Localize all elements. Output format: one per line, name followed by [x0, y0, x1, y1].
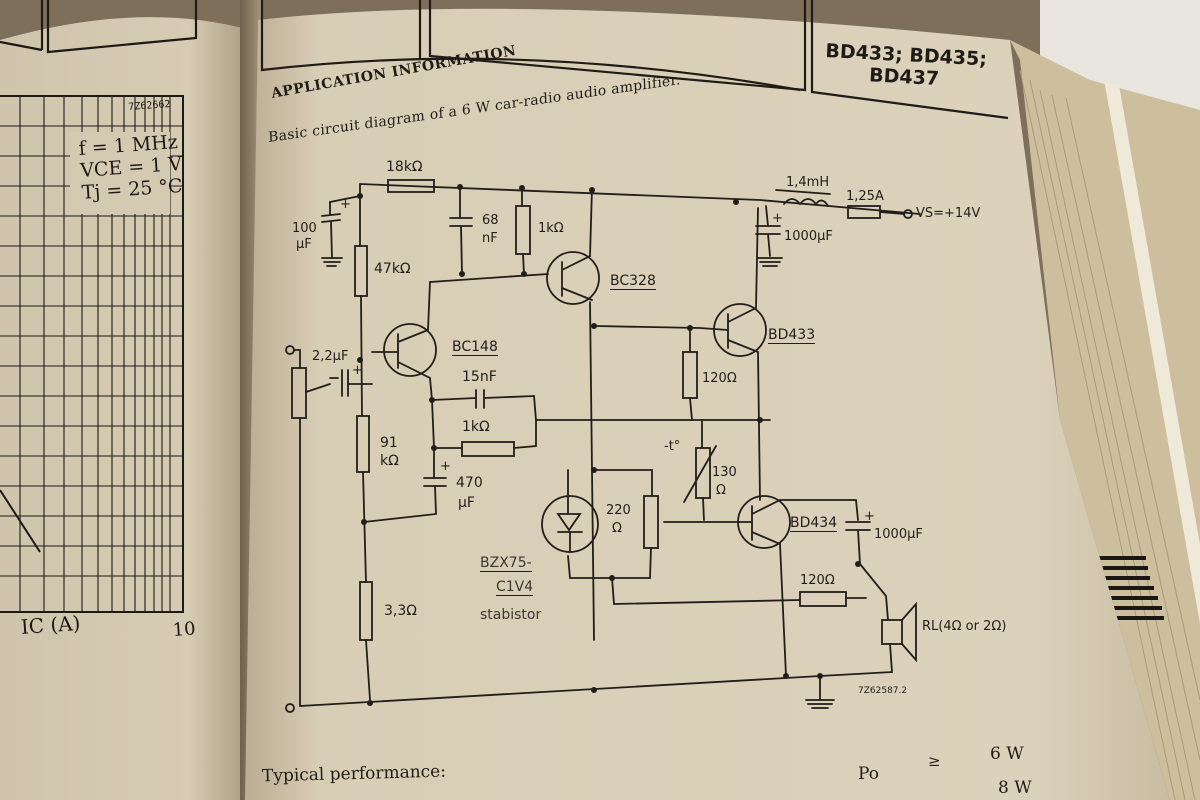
label-c-470-unit: µF: [458, 495, 475, 511]
label-c-470-plus: +: [440, 459, 451, 474]
label-zener-2: C1V4: [496, 579, 534, 596]
performance-symbol: Po: [858, 764, 879, 784]
label-ntc: -t°: [664, 439, 681, 454]
label-r-91: 91: [380, 435, 398, 451]
label-c-68-unit: nF: [482, 231, 498, 246]
label-load: RL(4Ω or 2Ω): [922, 619, 1007, 634]
label-t-bc328: BC328: [610, 273, 656, 290]
label-inductor: 1,4mH: [786, 175, 830, 190]
transistor-bc328: [546, 251, 600, 305]
label-r-130-unit: Ω: [716, 483, 726, 498]
label-t-bd434: BD434: [790, 515, 838, 532]
junction-dots: [357, 184, 861, 706]
graph-label-backdrop: [70, 132, 170, 214]
label-c-100: 100: [292, 221, 317, 236]
page-edge-lines: [1019, 69, 1200, 800]
right-header-frames: [260, 0, 1009, 120]
label-r-47k: 47kΩ: [374, 261, 411, 277]
part-number-header: BD433; BD435; BD437: [824, 40, 988, 92]
performance-relation: ≥: [928, 752, 941, 770]
right-page: [245, 8, 1170, 800]
label-fuse: 1,25A: [846, 189, 884, 204]
label-zener: BZX75-: [480, 555, 532, 572]
label-r-120-mid: 120Ω: [702, 371, 737, 386]
label-t-bd433: BD433: [768, 327, 816, 344]
label-c-100-unit: µF: [296, 237, 312, 252]
label-supply-voltage: VS=+14V: [916, 206, 981, 221]
resistor-1k-mid: [461, 441, 515, 457]
label-r-18k: 18kΩ: [386, 159, 423, 175]
performance-value-1: 6 W: [990, 744, 1024, 764]
label-pot-220: 220: [606, 503, 631, 518]
label-c-470: 470: [456, 475, 483, 491]
transistor-bd433: [713, 303, 767, 357]
label-t-bc148: BC148: [452, 339, 498, 356]
label-r-1k-mid: 1kΩ: [462, 419, 490, 435]
label-c-1000-top: 1000µF: [784, 229, 833, 244]
label-r-1k-top: 1kΩ: [538, 221, 564, 236]
label-c-1000-top-plus: +: [772, 211, 783, 226]
cover-edge: [1104, 84, 1200, 800]
label-c-1000-out: 1000µF: [874, 527, 923, 542]
label-drawing-code: 7Z62587.2: [858, 686, 908, 696]
label-c-2u2-plus: +: [352, 363, 363, 378]
label-r-91-unit: kΩ: [380, 453, 399, 469]
input-volume-pot: [291, 367, 307, 419]
label-c-2u2: 2,2µF: [312, 349, 349, 364]
label-stabistor: stabistor: [480, 607, 542, 623]
graph-x-axis-label: IC (A): [20, 610, 82, 639]
transistor-bc148: [383, 323, 437, 377]
label-c-1000-out-plus: +: [864, 509, 875, 524]
label-r-3-3: 3,3Ω: [384, 603, 417, 619]
speaker-load: [881, 619, 903, 645]
circuit-diagram: [285, 179, 921, 713]
performance-value-2: 8 W: [998, 778, 1032, 798]
label-pot-220-unit: Ω: [612, 521, 622, 536]
resistor-120-out: [799, 591, 847, 607]
resistor-18k: [387, 179, 435, 193]
label-c-100-plus: +: [340, 197, 351, 212]
graph-x-axis-end: 10: [172, 618, 197, 641]
label-c-15n: 15nF: [462, 369, 497, 385]
thumb-index-marks: [1086, 556, 1164, 620]
left-page: [0, 17, 252, 800]
label-c-68: 68: [482, 213, 499, 228]
label-r-120-out: 120Ω: [800, 573, 835, 588]
label-r-130: 130: [712, 465, 737, 480]
left-header-frames: [0, 0, 198, 54]
graph-conditions: f = 1 MHz VCE = 1 V Tj = 25 °C: [78, 131, 184, 204]
